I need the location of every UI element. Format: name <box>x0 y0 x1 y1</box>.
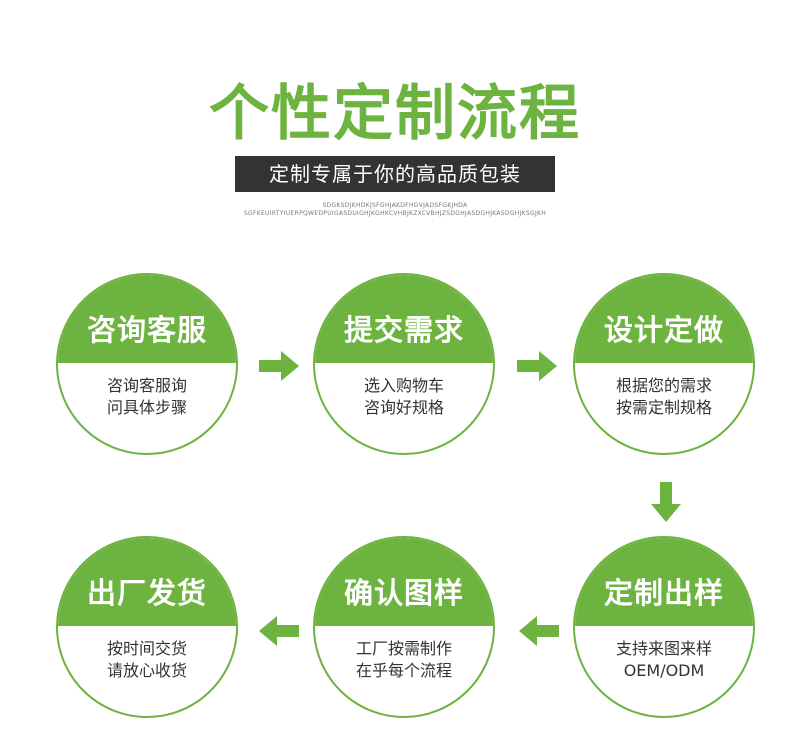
step-title: 咨询客服 <box>58 275 236 363</box>
right-arrow-icon <box>517 351 557 381</box>
step-desc-line: 工厂按需制作 <box>355 639 452 658</box>
step-sample: 定制出样 支持来图来样 OEM/ODM <box>573 536 755 718</box>
step-description: 按时间交货 请放心收货 <box>58 638 236 682</box>
step-description: 根据您的需求 按需定制规格 <box>575 375 753 419</box>
step-desc-line: 请放心收货 <box>106 661 187 680</box>
step-desc-line: 在乎每个流程 <box>355 661 452 680</box>
step-design: 设计定做 根据您的需求 按需定制规格 <box>573 273 755 455</box>
step-title: 定制出样 <box>575 538 753 626</box>
decorative-text-line-1: SDGKSDJKHDKJSFGHJAKDFHGVJADSFGKJHDA <box>322 202 468 209</box>
left-arrow-icon <box>519 616 559 646</box>
step-ship: 出厂发货 按时间交货 请放心收货 <box>56 536 238 718</box>
step-submit: 提交需求 选入购物车 咨询好规格 <box>313 273 495 455</box>
step-desc-line: 选入购物车 <box>363 376 444 395</box>
step-desc-line: 咨询客服询 <box>106 376 187 395</box>
step-description: 选入购物车 咨询好规格 <box>315 375 493 419</box>
step-desc-line: 支持来图来样 <box>615 639 712 658</box>
step-desc-line: 问具体步骤 <box>106 398 187 417</box>
decorative-text-line-2: SGFKEUIRTYIUERPQWEDPUIGASDUIGHJKGHKCVHBJ… <box>243 210 547 217</box>
step-title: 提交需求 <box>315 275 493 363</box>
step-description: 支持来图来样 OEM/ODM <box>575 638 753 682</box>
down-arrow-icon <box>651 482 681 522</box>
step-confirm: 确认图样 工厂按需制作 在乎每个流程 <box>313 536 495 718</box>
right-arrow-icon <box>259 351 299 381</box>
page-title: 个性定制流程 <box>209 79 581 149</box>
step-desc-line: 按时间交货 <box>106 639 187 658</box>
step-title: 设计定做 <box>575 275 753 363</box>
step-title: 出厂发货 <box>58 538 236 626</box>
step-desc-line: 咨询好规格 <box>363 398 444 417</box>
step-desc-line: 按需定制规格 <box>615 398 712 417</box>
step-desc-line: 根据您的需求 <box>615 376 712 395</box>
step-consult: 咨询客服 咨询客服询 问具体步骤 <box>56 273 238 455</box>
step-desc-line: OEM/ODM <box>623 661 705 680</box>
subtitle-banner: 定制专属于你的高品质包装 <box>235 156 555 192</box>
step-description: 咨询客服询 问具体步骤 <box>58 375 236 419</box>
left-arrow-icon <box>259 616 299 646</box>
step-description: 工厂按需制作 在乎每个流程 <box>315 638 493 682</box>
step-title: 确认图样 <box>315 538 493 626</box>
